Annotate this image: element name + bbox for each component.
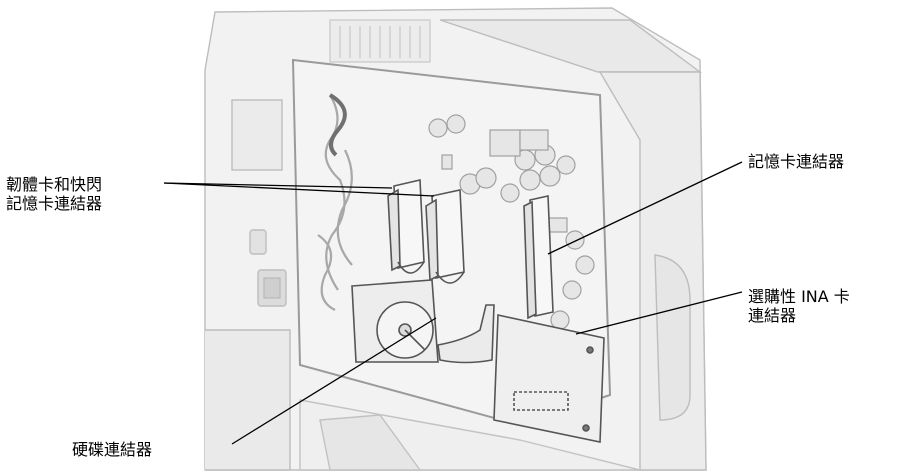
hard-disk: [352, 280, 438, 362]
label-line: 連結器: [748, 306, 850, 325]
ina-card-connector-label: 選購性 INA 卡 連結器: [748, 287, 850, 325]
hard-disk-connector-label: 硬碟連結器: [72, 440, 152, 459]
label-line: 記憶卡連結器: [748, 152, 844, 171]
label-line: 韌體卡和快閃: [6, 175, 102, 194]
label-line: 記憶卡連結器: [6, 194, 102, 213]
top-vent: [330, 20, 430, 62]
memory-card-connector: [524, 196, 553, 318]
ina-card: [494, 315, 604, 442]
firmware-flash-connector-label: 韌體卡和快閃 記憶卡連結器: [6, 175, 102, 213]
label-line: 選購性 INA 卡: [748, 287, 850, 306]
label-line: 硬碟連結器: [72, 440, 152, 459]
memory-card-connector-label: 記憶卡連結器: [748, 152, 844, 171]
